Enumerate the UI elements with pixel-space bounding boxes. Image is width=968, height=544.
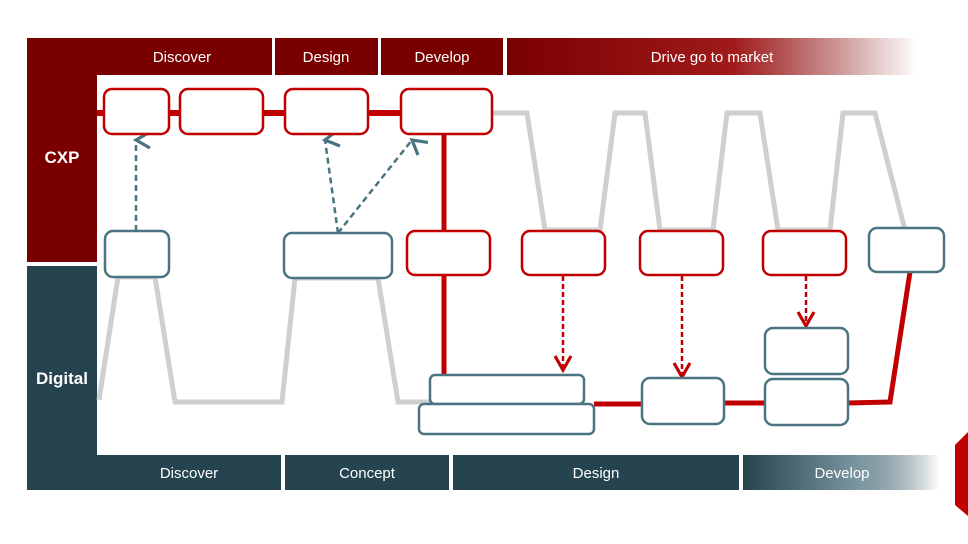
top-phase-label: Develop xyxy=(414,49,469,66)
top-phase-design xyxy=(275,38,378,75)
top-phase-drive-go-to-market xyxy=(507,38,917,75)
cxp-step-box xyxy=(399,87,494,136)
dashed-arrow xyxy=(337,137,429,234)
top-phase-label: Design xyxy=(303,49,350,66)
cxp-step-box xyxy=(283,87,370,136)
gray-path-bottom xyxy=(96,274,430,405)
bottom-phase-develop xyxy=(743,455,940,490)
digital-step-box xyxy=(417,402,596,436)
top-phase-label: Discover xyxy=(153,49,211,66)
dashed-arrow xyxy=(321,128,341,234)
bottom-phase-label: Develop xyxy=(814,465,869,482)
cxp-lane-label: CXP xyxy=(45,148,80,167)
digital-step-box xyxy=(640,376,726,426)
gray-path-top xyxy=(492,110,908,233)
cxp-step-box xyxy=(761,229,848,277)
digital-step-box xyxy=(763,326,850,376)
next-slide-shape xyxy=(955,432,968,516)
digital-lane-label: Digital xyxy=(36,369,88,388)
cxp-step-box xyxy=(102,87,171,136)
cxp-step-box xyxy=(405,229,492,277)
bottom-phase-design xyxy=(453,455,739,490)
bottom-phase-label: Design xyxy=(573,465,620,482)
top-phase-discover xyxy=(27,38,272,75)
top-phase-develop xyxy=(381,38,503,75)
digital-step-box xyxy=(763,377,850,427)
digital-step-box xyxy=(103,229,171,279)
cxp-step-box xyxy=(638,229,725,277)
digital-step-box xyxy=(867,226,946,274)
top-phase-label: Drive go to market xyxy=(651,49,774,66)
digital-lane xyxy=(27,266,97,490)
bottom-phase-concept xyxy=(285,455,449,490)
digital-step-box xyxy=(428,373,586,406)
bottom-phase-label: Concept xyxy=(339,465,396,482)
cxp-lane xyxy=(27,38,97,262)
cxp-step-box xyxy=(178,87,265,136)
digital-step-box xyxy=(282,231,394,280)
bottom-phase-discover xyxy=(97,455,281,490)
bottom-phase-label: Discover xyxy=(160,465,218,482)
cxp-step-box xyxy=(520,229,607,277)
